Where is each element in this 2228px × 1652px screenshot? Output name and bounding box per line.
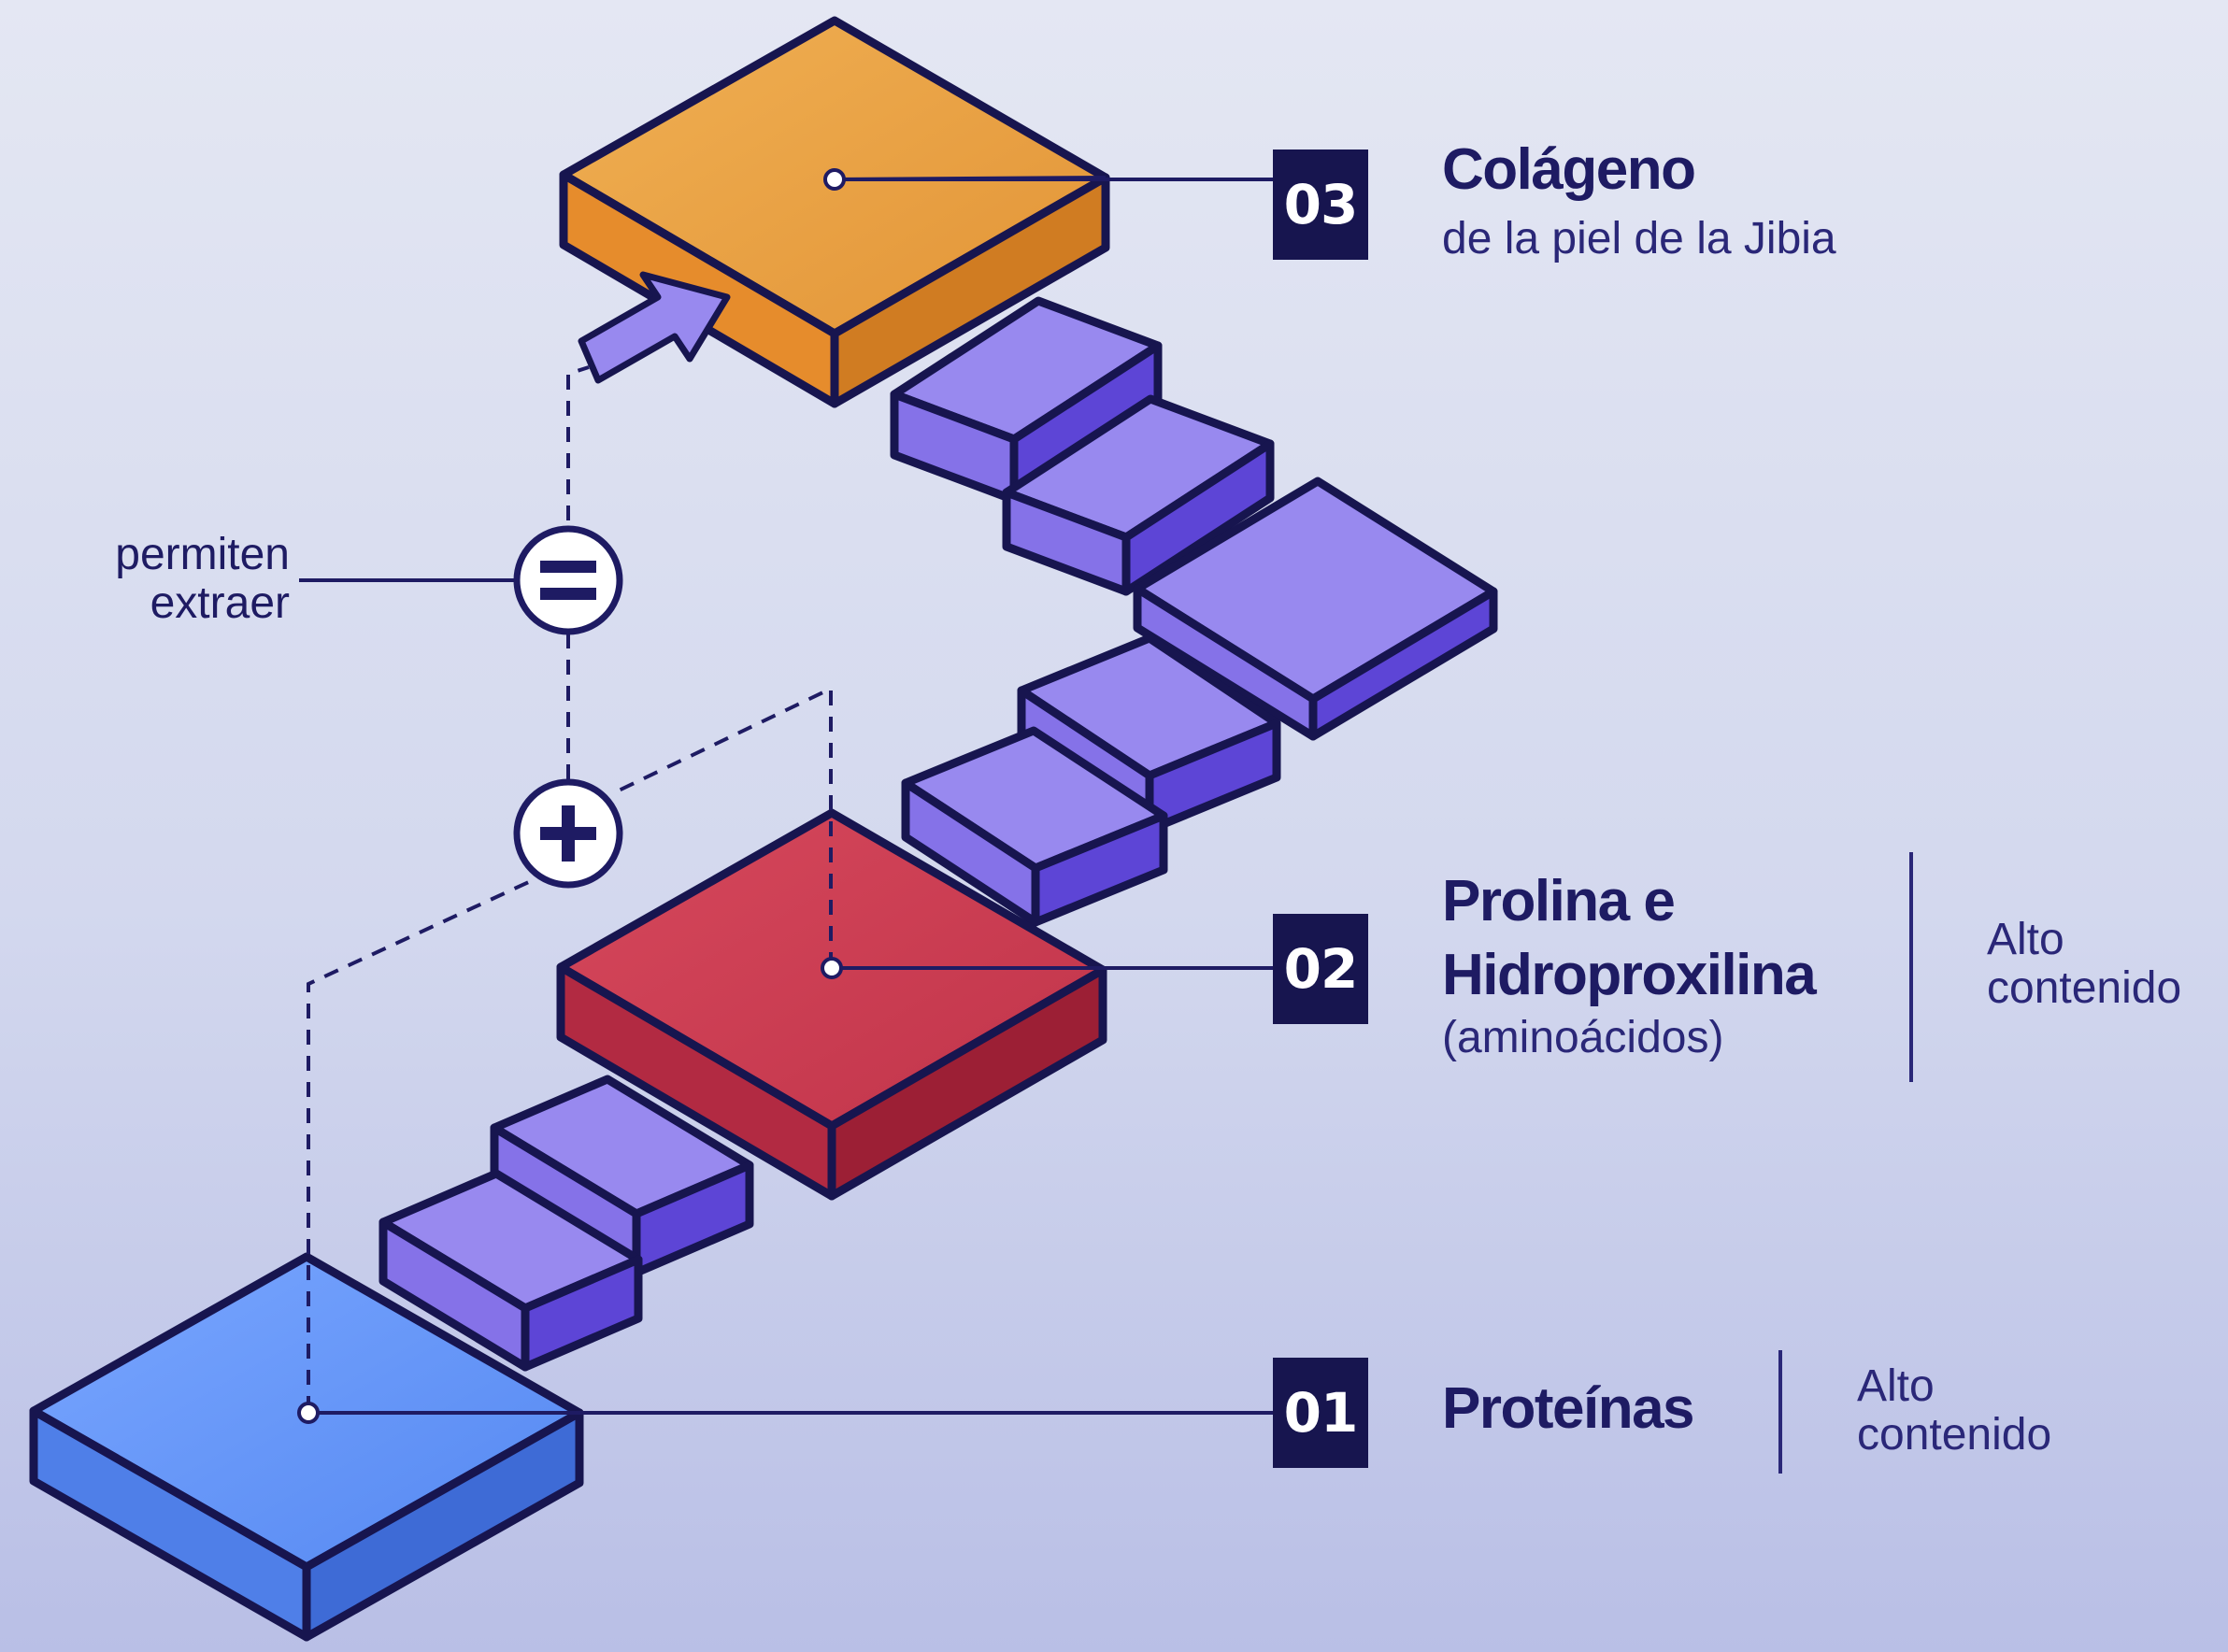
step-03-title: Colágeno <box>1442 137 1696 202</box>
step-02-divider <box>1909 852 1913 1082</box>
step-01-note: Alto contenido <box>1857 1361 2052 1460</box>
upper-step-2 <box>1002 394 1275 596</box>
step-01-number: 01 <box>1273 1358 1368 1468</box>
upper-step-5 <box>901 726 1168 927</box>
equals-icon <box>513 525 623 635</box>
dot-03 <box>823 168 846 191</box>
step-02-number: 02 <box>1273 914 1368 1024</box>
step-01-divider <box>1778 1350 1782 1474</box>
purple-steps <box>378 296 1498 1372</box>
arrow-icon <box>578 271 731 384</box>
upper-step-3 <box>1133 477 1498 741</box>
step-02-title: Prolina e Hidroproxilina <box>1442 869 1817 1008</box>
step-02-subtitle: (aminoácidos) <box>1442 1013 1724 1062</box>
step-01-title: Proteínas <box>1442 1376 1695 1441</box>
step-02-note: Alto contenido <box>1987 915 2182 1013</box>
leader-lines <box>299 176 1273 1415</box>
dot-01 <box>297 1402 320 1424</box>
plus-icon <box>513 778 623 889</box>
step-03-subtitle: de la piel de la Jibia <box>1442 214 1836 263</box>
step-03-number: 03 <box>1273 150 1368 260</box>
left-label: permiten extraer <box>115 530 290 628</box>
lower-step-2 <box>378 1169 643 1372</box>
dot-02 <box>821 957 843 979</box>
